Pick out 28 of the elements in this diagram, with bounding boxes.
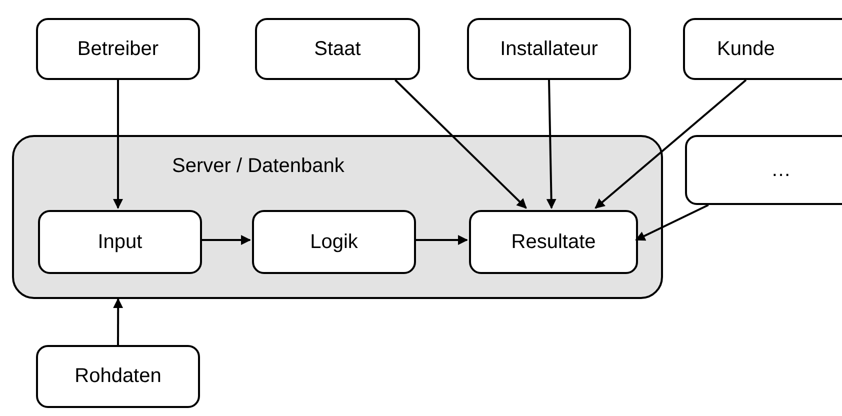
box-label: …	[771, 158, 791, 182]
box-label: Resultate	[511, 230, 596, 254]
box-label: Installateur	[500, 38, 598, 60]
process-box	[38, 210, 202, 274]
container-title: Server / Datenbank	[172, 155, 344, 178]
arrow	[113, 80, 123, 209]
process-box	[252, 210, 416, 274]
arrow	[113, 298, 124, 345]
arrow	[635, 204, 709, 241]
process-box	[467, 18, 631, 80]
arrow	[594, 79, 747, 209]
server-container	[12, 135, 663, 299]
process-box	[255, 18, 420, 80]
box-label: Rohdaten	[74, 365, 162, 388]
arrow	[546, 80, 556, 209]
box-label: Staat	[314, 38, 361, 60]
process-box	[469, 210, 638, 274]
arrow	[200, 235, 251, 245]
process-box	[36, 345, 200, 408]
process-box	[683, 18, 842, 80]
box-label: Kunde	[717, 38, 775, 60]
process-box	[685, 135, 842, 205]
process-box	[36, 18, 200, 80]
arrow	[414, 235, 468, 245]
box-label: Logik	[310, 230, 358, 254]
box-label: Betreiber	[77, 38, 159, 60]
arrow	[394, 79, 527, 209]
box-label: Input	[98, 230, 142, 254]
